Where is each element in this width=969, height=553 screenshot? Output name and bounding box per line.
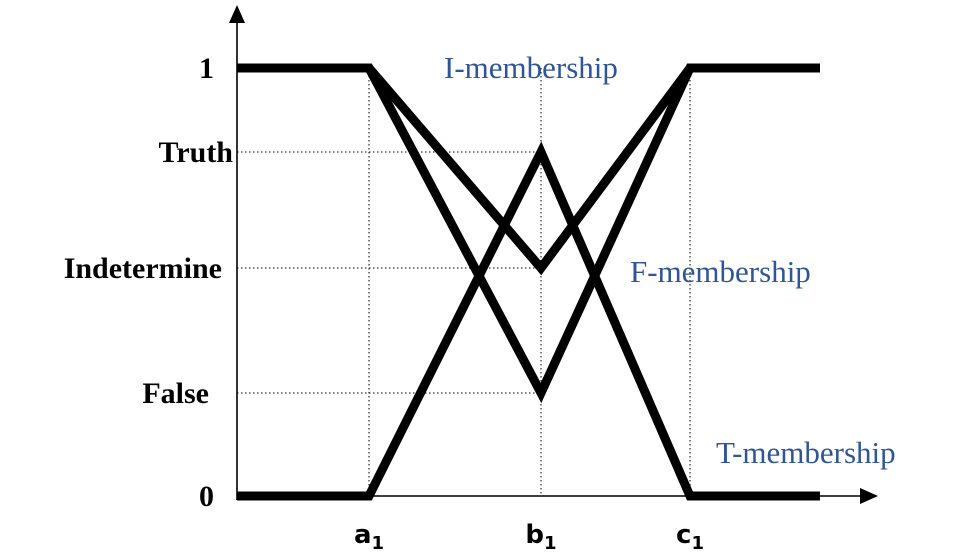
axes: [229, 5, 878, 504]
x-label-c1: c1: [676, 520, 704, 553]
y-axis-arrow: [229, 5, 245, 23]
t-membership-label: T-membership: [716, 435, 896, 470]
y-label-truth: Truth: [159, 136, 234, 169]
f-membership-label: F-membership: [630, 254, 811, 289]
x-axis-arrow: [860, 488, 878, 504]
y-label-1: 1: [199, 52, 214, 85]
x-label-a1: a1: [354, 520, 384, 553]
f-membership-line: [237, 63, 820, 404]
y-label-indetermine: Indetermine: [64, 252, 222, 285]
i-membership-label: I-membership: [444, 50, 618, 85]
y-label-false: False: [142, 377, 209, 410]
guide-lines: [237, 68, 691, 496]
y-label-0: 0: [199, 480, 214, 513]
x-label-b1: b1: [525, 520, 556, 553]
x-tick-labels: a1 b1 c1: [354, 520, 704, 553]
